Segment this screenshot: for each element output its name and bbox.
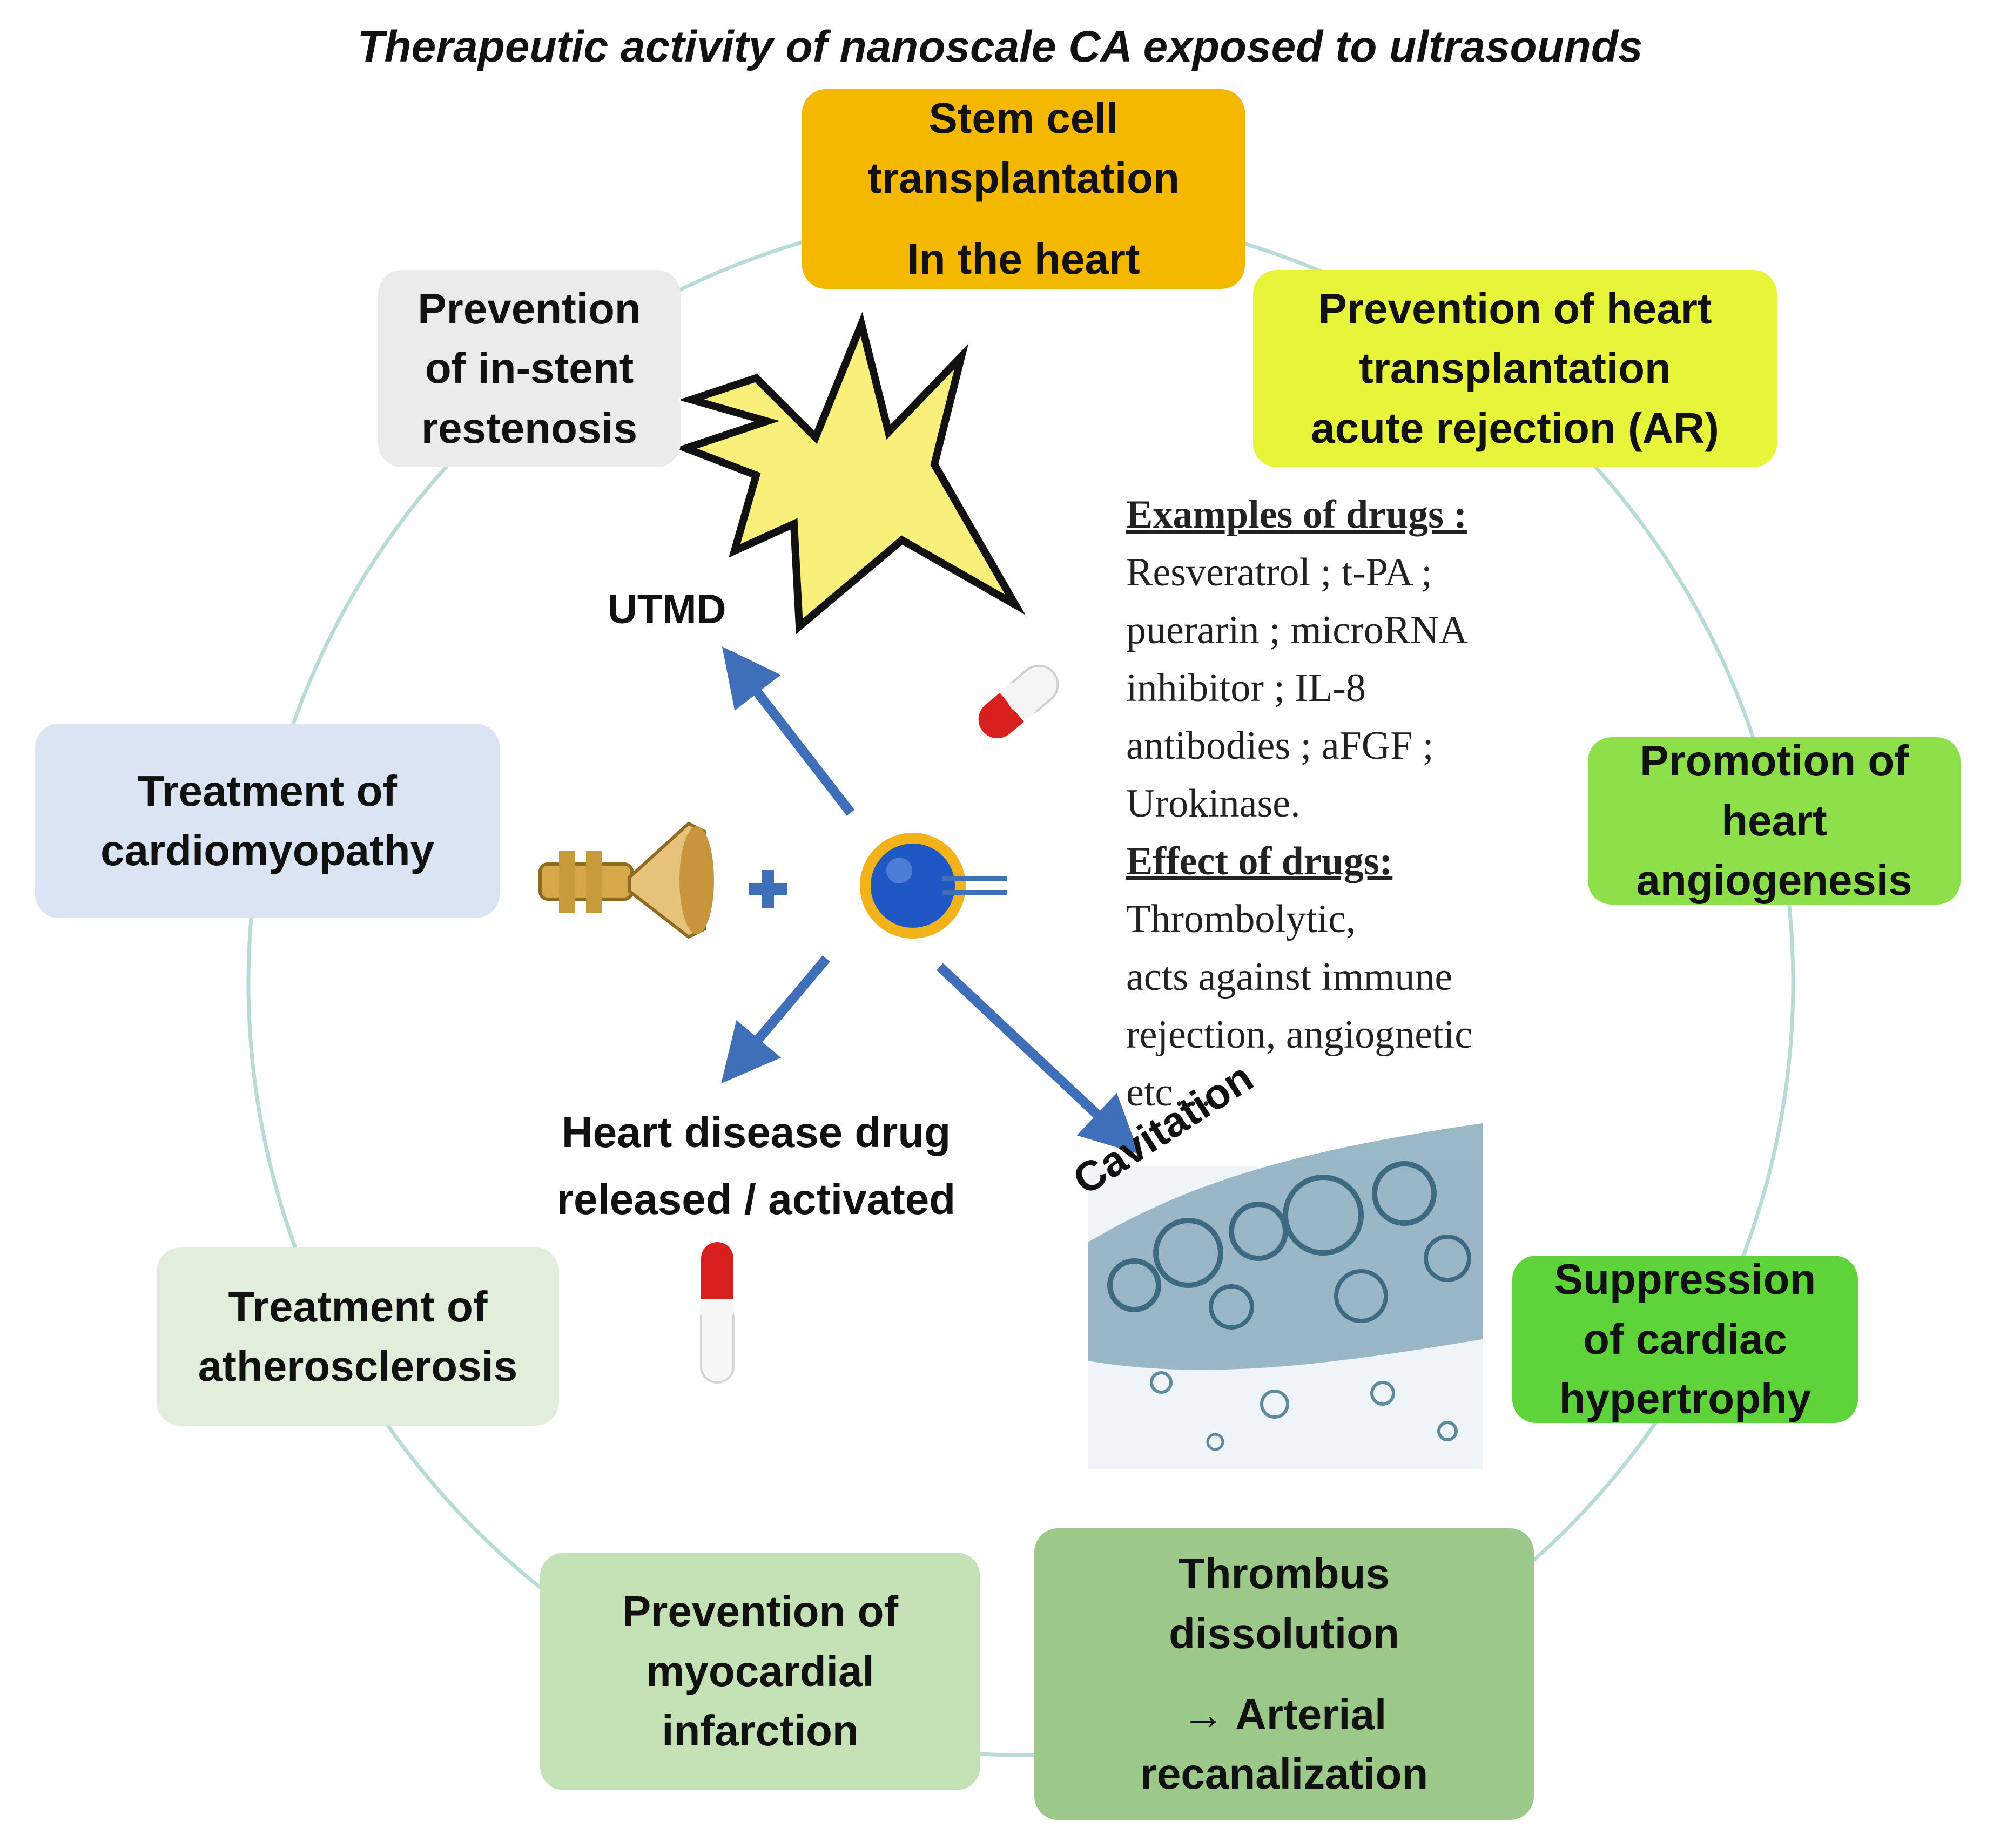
box-prevention-in-stent-restenosis: Prevention of in-stent restenosis xyxy=(378,270,681,467)
box-line: cardiomyopathy xyxy=(100,826,434,874)
box-line: of in-stent xyxy=(425,344,634,393)
box-line: transplantation xyxy=(1359,344,1671,393)
utmd-burst-shape xyxy=(675,312,1026,635)
box-line: acute rejection (AR) xyxy=(1311,403,1719,452)
box-line: dissolution xyxy=(1169,1609,1399,1657)
cavitation-bubbles-image xyxy=(1088,1123,1483,1469)
effect-heading: Effect of drugs: xyxy=(1126,839,1393,883)
examples-line: antibodies ; aFGF ; xyxy=(1126,724,1434,768)
ultrasound-horn-icon xyxy=(538,821,714,939)
box-prevention-heart-transplant-rejection: Prevention of heart transplantation acut… xyxy=(1253,270,1777,467)
plus-icon xyxy=(749,870,787,908)
box-line: recanalization xyxy=(1140,1750,1429,1798)
box-line: atherosclerosis xyxy=(198,1342,518,1390)
box-line: Treatment of xyxy=(228,1282,488,1331)
box-treatment-cardiomyopathy: Treatment of cardiomyopathy xyxy=(35,724,500,918)
box-prevention-myocardial-infarction: Prevention of myocardial infarction xyxy=(540,1553,980,1790)
box-line: Treatment of xyxy=(137,766,398,815)
equals-icon xyxy=(942,876,1007,895)
utmd-label: UTMD xyxy=(608,586,726,632)
box-line: heart xyxy=(1721,796,1827,845)
effect-line: rejection, angiognetic xyxy=(1126,1013,1473,1057)
box-line: hypertrophy xyxy=(1559,1374,1812,1423)
box-line: Prevention of xyxy=(622,1587,899,1636)
arrow-to-drug-release xyxy=(721,955,830,1084)
box-thrombus-dissolution: Thrombus dissolution → Arterial recanali… xyxy=(1034,1528,1534,1820)
effect-line: etc… xyxy=(1126,1070,1213,1115)
diagram-title: Therapeutic activity of nanoscale CA exp… xyxy=(357,22,1643,71)
released-line: released / activated xyxy=(556,1175,956,1223)
box-treatment-atherosclerosis: Treatment of atherosclerosis xyxy=(157,1247,559,1426)
capsule-icon-lower xyxy=(700,1242,735,1384)
examples-line: Urokinase. xyxy=(1126,781,1301,826)
box-promotion-heart-angiogenesis: Promotion of heart angiogenesis xyxy=(1588,737,1961,905)
box-line: infarction xyxy=(662,1707,859,1755)
examples-line: puerarin ; microRNA xyxy=(1126,608,1468,652)
box-line: Prevention of heart xyxy=(1318,284,1712,333)
released-line: Heart disease drug xyxy=(561,1108,951,1156)
arrow-to-cavitation xyxy=(936,963,1140,1154)
box-stem-cell-transplantation: Stem cell transplantation In the heart xyxy=(802,89,1245,289)
examples-line: Resveratrol ; t-PA ; xyxy=(1126,550,1432,595)
box-line: transplantation xyxy=(867,153,1180,202)
box-line: Stem cell xyxy=(928,94,1119,143)
box-line: Prevention xyxy=(417,284,641,333)
effect-line: Thrombolytic, xyxy=(1126,897,1356,941)
box-line: Promotion of xyxy=(1640,737,1909,785)
box-line: Suppression xyxy=(1554,1255,1816,1304)
box-suppression-cardiac-hypertrophy: Suppression of cardiac hypertrophy xyxy=(1512,1255,1858,1423)
drug-released-label: Heart disease drug released / activated xyxy=(486,1099,1026,1233)
drug-info-text: Examples of drugs : Resveratrol ; t-PA ;… xyxy=(1126,486,1569,1122)
box-line: of cardiac xyxy=(1583,1314,1787,1363)
box-line: restenosis xyxy=(421,403,638,452)
arrow-to-utmd xyxy=(722,646,855,816)
effect-line: acts against immune xyxy=(1126,955,1453,999)
examples-line: inhibitor ; IL-8 xyxy=(1126,666,1366,710)
capsule-icon-upper xyxy=(978,664,1059,739)
examples-heading: Examples of drugs : xyxy=(1126,493,1467,537)
box-line: angiogenesis xyxy=(1636,856,1913,905)
box-line: Thrombus xyxy=(1178,1549,1390,1598)
box-line: myocardial xyxy=(646,1647,874,1695)
microbubble-icon xyxy=(860,833,966,939)
box-line: In the heart xyxy=(907,235,1140,284)
box-line: → Arterial xyxy=(1181,1690,1387,1738)
